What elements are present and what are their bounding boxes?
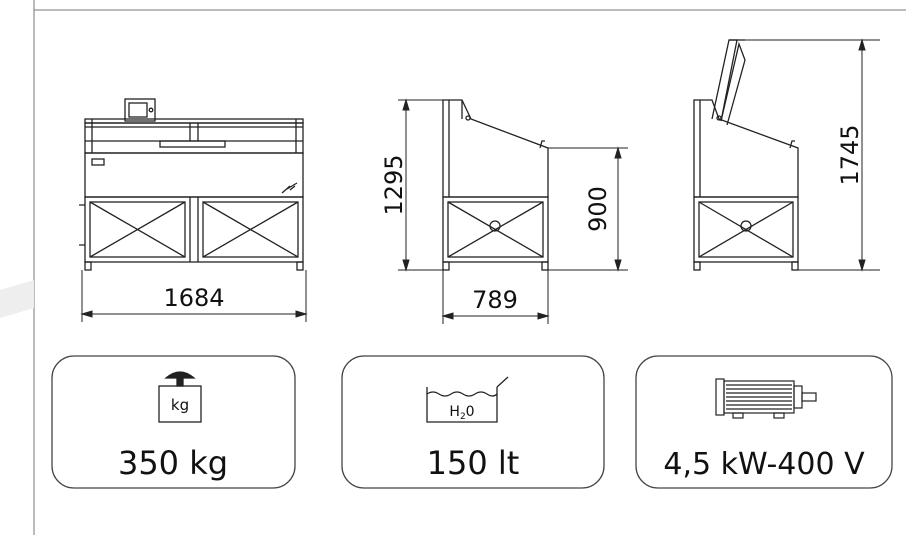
open-height-label: 1745 [836, 124, 864, 185]
counter-height-dimension [548, 146, 628, 272]
open-height-dimension [745, 38, 880, 272]
weight-icon-label: kg [171, 396, 189, 414]
side-view-drawing [442, 99, 549, 271]
electric-motor-icon [715, 378, 817, 419]
page-frame [33, 0, 906, 535]
water-icon-label-h: H [449, 404, 460, 420]
front-width-dimension [80, 270, 308, 322]
water-spec-card: H20 150 lt [341, 355, 605, 489]
page-corner-tab [0, 280, 34, 318]
power-spec-card: 4,5 kW-400 V [635, 355, 893, 489]
weight-spec-card: kg 350 kg [51, 355, 296, 489]
water-icon-label-suffix: 0 [466, 404, 475, 420]
front-view-drawing [79, 98, 304, 271]
weight-value: 350 kg [118, 444, 228, 482]
water-value: 150 lt [427, 444, 520, 482]
counter-height-label: 900 [584, 186, 612, 232]
water-icon-label-sub: 2 [460, 412, 466, 422]
water-icon-label: H20 [449, 404, 474, 422]
weight-icon [158, 371, 202, 423]
side-depth-dimension [441, 270, 550, 324]
front-width-label: 1684 [163, 284, 224, 312]
side-depth-label: 789 [472, 286, 518, 314]
open-side-view-drawing [693, 39, 799, 271]
water-tank-icon [426, 376, 509, 423]
side-height-dimension [398, 98, 443, 272]
power-value: 4,5 kW-400 V [663, 447, 865, 482]
side-height-label: 1295 [380, 154, 408, 215]
